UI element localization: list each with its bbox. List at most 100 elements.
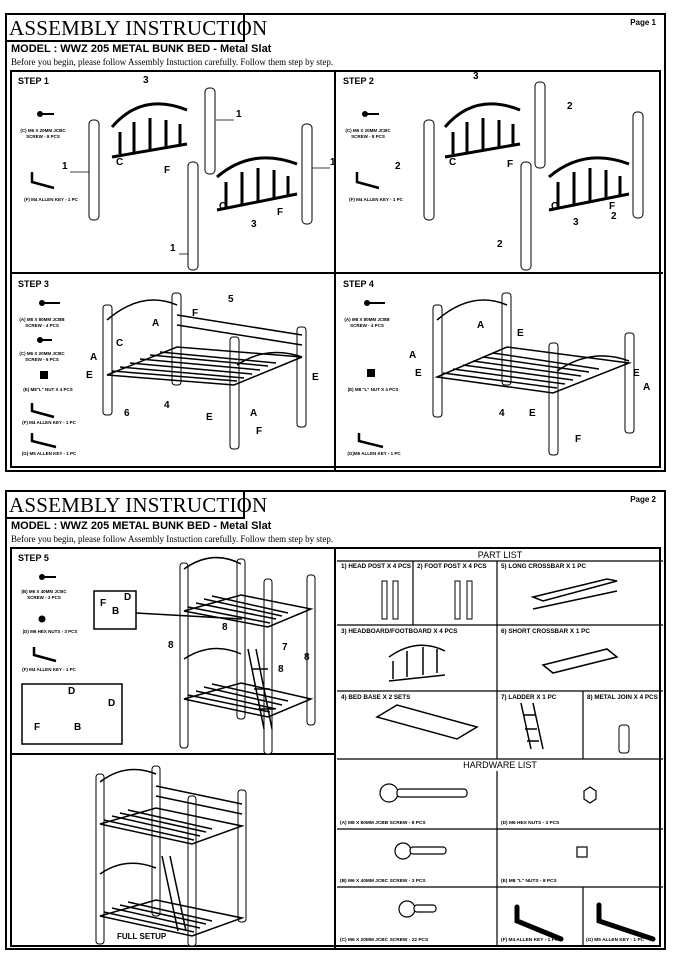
step-2-panel: STEP 2 (C) M6 X 20MM JCBC SCREW - 8 PC <box>337 72 663 273</box>
callout: E <box>86 370 93 381</box>
hardware-item-e: (E) M8 "L" NUTS - 8 PCS <box>501 879 557 884</box>
callout: B <box>74 722 82 733</box>
page-number: Page 2 <box>630 495 656 504</box>
steps-grid: STEP 1 <box>10 70 663 470</box>
step-4-illustration <box>357 292 635 456</box>
step-2-label: STEP 2 <box>343 76 374 86</box>
step-3-panel: STEP 3 (A) M8 X 80MM JCBB SCREW - 4 PC <box>12 275 335 468</box>
hardware-item-b: (B) M6 X 40MM JCBC SCREW - 3 PCS <box>340 879 426 884</box>
page-title: ASSEMBLY INSTRUCTION <box>9 493 268 517</box>
step-4-panel: STEP 4 (A) M8 X 80MM JCBB SCREW - 4 PCS … <box>337 275 663 468</box>
part-item-long-crossbar: 5) LONG CROSSBAR X 1 PC <box>501 563 587 570</box>
model-line: MODEL : WWZ 205 METAL BUNK BED - Metal S… <box>11 520 272 532</box>
callout: F <box>164 165 171 176</box>
callout: E <box>529 408 536 419</box>
callout: C <box>116 338 124 349</box>
callout: A <box>90 352 98 363</box>
hw-screw-a: (A) M8 X 80MM JCBB SCREW - 4 PCS <box>344 317 390 328</box>
callout: E <box>415 368 422 379</box>
callout: E <box>312 372 319 383</box>
part-item-foot-post: 2) FOOT POST X 4 PCS <box>417 563 487 570</box>
callout: 2 <box>395 161 401 172</box>
callout: E <box>206 412 213 423</box>
callout: D <box>108 698 116 709</box>
part-list-panel: PART LIST <box>337 549 663 771</box>
intro-text: Before you begin, please follow Assembly… <box>11 534 334 544</box>
step-3-label: STEP 3 <box>18 279 49 289</box>
hw-allen-key-g: (G) M5 ALLEN KEY - 1 PC <box>21 451 77 456</box>
callout: 1 <box>170 243 176 254</box>
grid-lines <box>12 72 663 470</box>
step-3-illustration <box>30 292 307 450</box>
callout: 2 <box>611 211 617 222</box>
hw-allen-key-g: (G)M5 ALLEN KEY - 1 PC <box>347 451 401 456</box>
part-item-head-post: 1) HEAD POST X 4 PCS <box>341 563 411 570</box>
callout: 2 <box>497 239 503 250</box>
callout: 8 <box>168 640 174 651</box>
callout: 2 <box>567 101 573 112</box>
step-2-illustration <box>355 81 644 271</box>
callout: 4 <box>499 408 505 419</box>
callout: 1 <box>330 157 336 168</box>
hw-screw-c: (C) M6 X 20MM JCBC SCREW - 8 PCS <box>20 128 66 139</box>
callout: 1 <box>236 109 242 120</box>
callout: C <box>116 157 124 168</box>
part-item-headboard: 3) HEADBOARD/FOOTBOARD X 4 PCS <box>341 628 458 635</box>
allen-key-icon <box>30 172 55 190</box>
callout: F <box>609 201 616 212</box>
hw-allen-key-f: (F) M4 ALLEN KEY - 1 PC <box>22 420 76 425</box>
part-item-bed-base: 4) BED BASE X 2 SETS <box>341 694 411 701</box>
grid-lines <box>12 549 336 949</box>
step-5-illustration <box>21 556 316 755</box>
page-1: ASSEMBLY INSTRUCTION Page 1 MODEL : WWZ … <box>5 13 666 472</box>
callout: E <box>517 328 524 339</box>
callout: A <box>250 408 258 419</box>
detail-box-bottom <box>21 683 123 745</box>
hw-screw-c: (C) M6 X 20MM JCBC SCREW - 8 PCS <box>345 128 391 139</box>
callout: A <box>643 382 651 393</box>
callout: 5 <box>228 294 234 305</box>
callout: F <box>575 434 582 445</box>
callout: 7 <box>282 642 288 653</box>
part-list-grid <box>337 560 663 760</box>
hw-allen-key-f: (F) M4 ALLEN KEY - 1 PC <box>22 667 76 672</box>
hw-l-nut-e: (E) M8 "L" NUT X 4 PCS <box>347 387 399 392</box>
hardware-item-a: (A) M8 X 80MM JCBB SCREW - 8 PCS <box>340 821 426 826</box>
hw-screw-b: (B) M6 X 40MM JCBC SCREW - 3 PCS <box>21 589 67 600</box>
callout: D <box>68 686 76 697</box>
page-2-grid: STEP 5 (B <box>10 547 663 949</box>
callout: 3 <box>251 219 257 230</box>
step-1-panel: STEP 1 <box>12 72 336 273</box>
step-1-illustration <box>30 87 330 271</box>
hardware-list-grid <box>337 771 663 947</box>
hw-screw-a: (A) M8 X 80MM JCBB SCREW - 4 PCS <box>19 317 65 328</box>
hardware-item-d: (D) M6 HEX NUTS - 3 PCS <box>501 821 560 826</box>
callout: 8 <box>278 664 284 675</box>
callout: F <box>34 722 41 733</box>
step-4-label: STEP 4 <box>343 279 374 289</box>
callout: 3 <box>473 71 479 82</box>
title-box <box>7 492 245 519</box>
callout: F <box>100 598 107 609</box>
model-line: MODEL : WWZ 205 METAL BUNK BED - Metal S… <box>11 43 272 55</box>
callout: A <box>409 350 417 361</box>
screw-icon <box>37 111 54 117</box>
callout: F <box>277 207 284 218</box>
part-item-metal-join: 8) METAL JOIN X 4 PCS <box>587 694 658 701</box>
hw-l-nut-e: (E) M8"L" NUT X 4 PCS <box>23 387 73 392</box>
hardware-item-f: (F) M4 ALLEN KEY - 1 PC <box>501 938 559 943</box>
callout: 4 <box>164 400 170 411</box>
intro-text: Before you begin, please follow Assembly… <box>11 57 334 67</box>
callout: C <box>449 157 457 168</box>
hardware-item-g: (G) M5 ALLEN KEY - 1 PC <box>586 938 645 943</box>
detail-box-top <box>93 590 137 630</box>
hardware-item-c: (C) M6 X 20MM JCBC SCREW - 22 PCS <box>340 938 429 943</box>
full-setup-label: FULL SETUP <box>117 932 167 941</box>
callout: C <box>551 201 559 212</box>
page-title: ASSEMBLY INSTRUCTION <box>9 16 268 40</box>
page-2: ASSEMBLY INSTRUCTION Page 2 MODEL : WWZ … <box>5 490 666 950</box>
callout: E <box>633 368 640 379</box>
callout: A <box>152 318 160 329</box>
full-setup-illustration <box>95 765 247 947</box>
callout: F <box>256 426 263 437</box>
